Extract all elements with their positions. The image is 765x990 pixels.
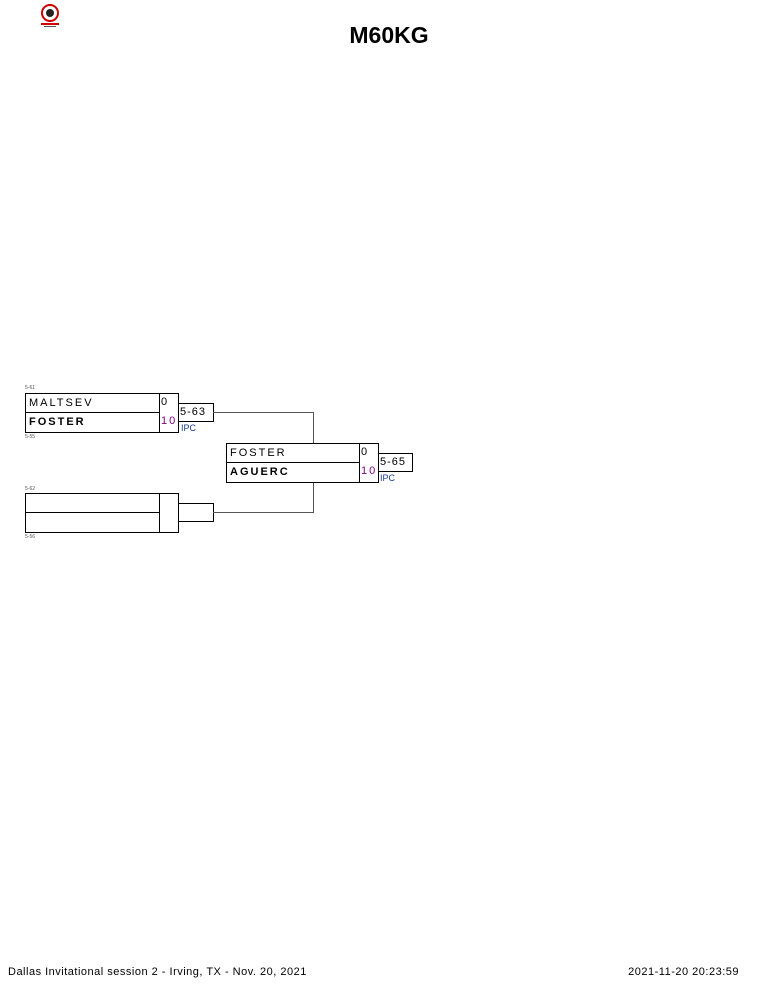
match-number: 5-65: [378, 453, 413, 472]
red-score: 0: [159, 394, 178, 413]
white-score: 10: [159, 413, 178, 432]
red-competitor: [26, 494, 159, 513]
white-score: 10: [359, 463, 378, 482]
white-competitor: AGUERC: [230, 466, 290, 478]
red-competitor: MALTSEV: [26, 394, 159, 413]
match-2: [25, 493, 179, 533]
red-competitor: FOSTER: [227, 444, 360, 463]
timestamp: 2021-11-20 20:23:59: [628, 966, 739, 978]
red-score: 0: [359, 444, 378, 463]
red-score: [159, 494, 178, 513]
white-competitor: FOSTER: [29, 416, 86, 428]
match-number: [178, 503, 214, 522]
match-result: IPC: [380, 473, 396, 483]
bracket-line: [313, 482, 314, 513]
event-footer: Dallas Invitational session 2 - Irving, …: [8, 966, 307, 978]
match-result: IPC: [181, 423, 197, 433]
slot-label: 5-56: [25, 534, 36, 540]
slot-label: 5-61: [25, 385, 36, 391]
white-competitor: [26, 513, 159, 532]
logo: [38, 3, 62, 29]
slot-label: 5-55: [25, 434, 36, 440]
bracket-line: [213, 412, 313, 413]
bracket-line: [213, 512, 313, 513]
match-number: 5-63: [178, 403, 214, 422]
match-1: MALTSEV 0 FOSTER 10: [25, 393, 179, 433]
judo-logo-icon: [41, 4, 59, 27]
bracket-line: [313, 412, 314, 443]
slot-label: 5-62: [25, 486, 36, 492]
match-3: FOSTER 0 AGUERC 10: [226, 443, 379, 483]
page-title: M60KG: [349, 22, 429, 48]
white-score: [159, 513, 178, 532]
